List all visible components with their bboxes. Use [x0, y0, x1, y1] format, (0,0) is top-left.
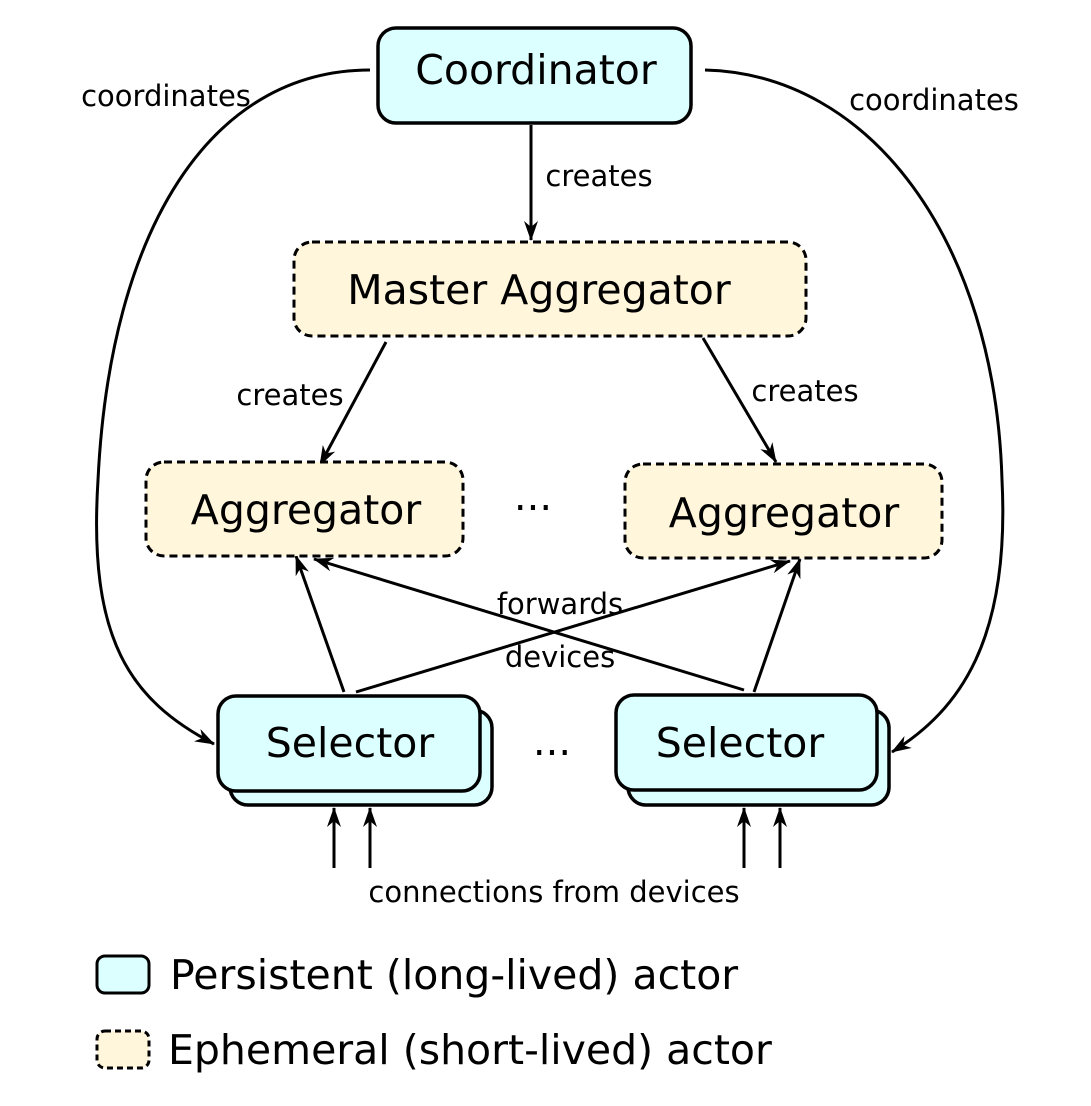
label-forwards: forwards — [497, 587, 623, 621]
edge-selector-left-to-aggregator-right — [355, 559, 791, 694]
label-creates-right: creates — [751, 374, 858, 408]
master-aggregator-node: Master Aggregator — [292, 240, 808, 338]
legend: Persistent (long-lived) actor Ephemeral … — [95, 951, 772, 1074]
label-creates-master: creates — [545, 159, 652, 193]
selector-left-box — [216, 694, 482, 793]
aggregator-right-node: Aggregator — [623, 462, 944, 560]
master-aggregator-label: Master Aggregator — [347, 266, 731, 314]
edge-selector-right-to-aggregator-left — [313, 557, 745, 692]
legend-ephemeral-swatch — [95, 1029, 151, 1070]
aggregator-left-node: Aggregator — [144, 460, 465, 558]
label-devices: devices — [505, 640, 615, 674]
edge-selector-right-to-aggregator-right — [752, 558, 802, 693]
selector-right-node: Selector — [614, 693, 891, 807]
selector-left-node: Selector — [216, 694, 494, 807]
master-aggregator-box — [292, 240, 808, 338]
coordinator-box — [376, 26, 693, 125]
edge-coordinates-right — [704, 68, 1005, 754]
label-coordinates-right: coordinates — [849, 83, 1019, 117]
edge-creates-aggregator-left — [318, 341, 388, 466]
selector-right-label: Selector — [656, 719, 825, 767]
legend-persistent-swatch — [95, 954, 151, 995]
coordinator-node: Coordinator — [376, 26, 693, 125]
aggregator-left-box — [144, 460, 465, 558]
edge-selector-left-to-aggregator-left — [294, 555, 346, 693]
edge-coordinates-left — [95, 68, 371, 746]
aggregator-left-label: Aggregator — [191, 486, 422, 534]
label-connections-from-devices: connections from devices — [368, 875, 739, 909]
legend-ephemeral-label: Ephemeral (short-lived) actor — [168, 1026, 772, 1074]
label-creates-left: creates — [236, 378, 343, 412]
selector-right-box — [614, 693, 879, 792]
legend-persistent-label: Persistent (long-lived) actor — [170, 951, 738, 999]
label-coordinates-left: coordinates — [81, 79, 251, 113]
aggregator-right-label: Aggregator — [669, 489, 900, 537]
selector-ellipsis: ... — [533, 719, 571, 765]
coordinator-label: Coordinator — [415, 46, 657, 94]
edge-creates-aggregator-right — [701, 337, 778, 463]
aggregator-right-box — [623, 462, 944, 560]
aggregator-ellipsis: ... — [514, 474, 552, 520]
selector-left-label: Selector — [266, 719, 435, 767]
